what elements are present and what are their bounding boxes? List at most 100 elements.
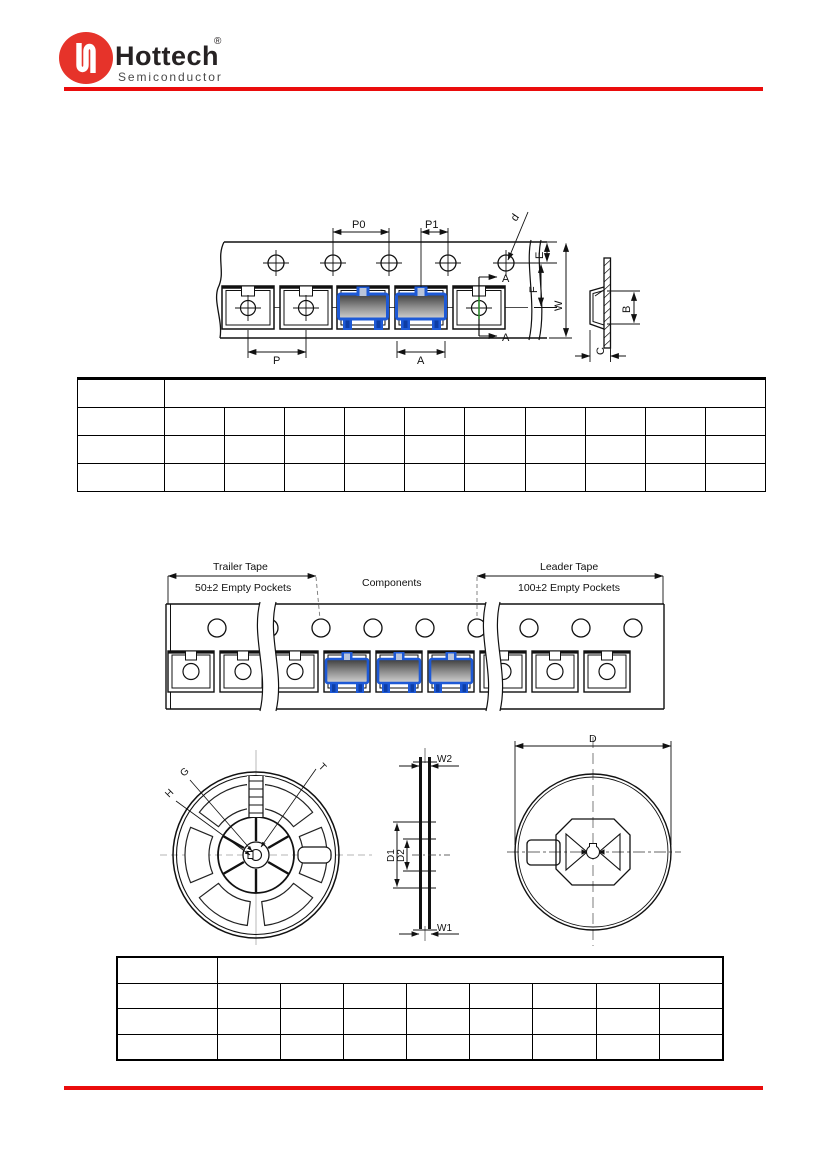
table-cell bbox=[644, 407, 706, 436]
table-cell bbox=[464, 463, 526, 492]
dim-label-c: C bbox=[595, 347, 607, 355]
dim-label-w1: W1 bbox=[437, 923, 452, 934]
dim-label-t: T bbox=[316, 761, 328, 773]
table-cell bbox=[469, 982, 534, 1009]
table-cell bbox=[279, 1008, 344, 1035]
hub-spokes bbox=[222, 817, 290, 893]
table-cell bbox=[644, 435, 706, 464]
table-cell bbox=[216, 1033, 281, 1061]
pocket-with-component bbox=[374, 649, 424, 695]
pocket-empty bbox=[582, 649, 632, 694]
table-cell bbox=[644, 463, 706, 492]
registered-mark: ® bbox=[214, 36, 222, 47]
table-cell bbox=[595, 982, 660, 1009]
table-cell bbox=[469, 1008, 534, 1035]
dim-label-d: d bbox=[509, 212, 522, 224]
table-cell bbox=[406, 982, 471, 1009]
pocket-empty bbox=[218, 649, 268, 694]
reel-side-slot bbox=[297, 846, 332, 864]
pocket-with-component bbox=[393, 284, 449, 332]
table-cell bbox=[524, 407, 586, 436]
table-cell bbox=[532, 1033, 597, 1061]
table-cell bbox=[224, 463, 286, 492]
table-cell bbox=[595, 1033, 660, 1061]
table-cell bbox=[584, 435, 646, 464]
break-lines bbox=[256, 601, 504, 712]
dim-label-d: D bbox=[589, 733, 597, 745]
dim-label-d1: D1 bbox=[386, 849, 397, 862]
table-cell bbox=[163, 435, 226, 464]
table-cell bbox=[77, 435, 165, 464]
table-cell bbox=[658, 982, 724, 1009]
table-cell bbox=[279, 1033, 344, 1061]
table-cell bbox=[406, 1008, 471, 1035]
hub-keyway bbox=[247, 851, 254, 859]
reel-outer-rim bbox=[514, 773, 672, 931]
table-cell bbox=[404, 407, 466, 436]
table-cell bbox=[279, 982, 344, 1009]
pocket-empty bbox=[220, 284, 276, 331]
pocket-with-component bbox=[322, 649, 372, 695]
table-cell bbox=[116, 982, 218, 1009]
trailer-pockets-note: 50±2 Empty Pockets bbox=[195, 582, 291, 594]
table-cell bbox=[464, 407, 526, 436]
hub-center-hole bbox=[585, 844, 601, 860]
reel-side-drawing: W2 D1 D2 W1 bbox=[386, 748, 459, 941]
table-cell bbox=[532, 1008, 597, 1035]
dim-label-h: H bbox=[163, 787, 176, 800]
table-cell bbox=[224, 407, 286, 436]
break-line bbox=[528, 239, 533, 341]
table-cell bbox=[164, 378, 766, 408]
table-cell bbox=[77, 407, 165, 436]
leader-tape-label: Leader Tape bbox=[540, 561, 598, 573]
table-cell bbox=[163, 407, 226, 436]
dim-label-g: G bbox=[178, 766, 191, 779]
table-cell bbox=[284, 435, 346, 464]
dim-label-e: E bbox=[534, 252, 546, 259]
table-row bbox=[116, 982, 724, 1009]
reel-front-drawing: G H T bbox=[160, 750, 372, 945]
section-label-a-bottom: A bbox=[502, 332, 510, 344]
section-label-a-top: A bbox=[502, 273, 510, 285]
pocket-empty bbox=[166, 649, 216, 694]
torn-edge bbox=[215, 241, 225, 339]
table-cell bbox=[704, 463, 767, 492]
table-cell bbox=[704, 435, 767, 464]
dim-label-d2: D2 bbox=[396, 849, 407, 862]
leader-pockets-note: 100±2 Empty Pockets bbox=[518, 582, 620, 594]
table-cell bbox=[77, 378, 165, 408]
tape-orientation-drawing: Trailer Tape 50±2 Empty Pockets Componen… bbox=[165, 561, 665, 712]
hub-wedge-left bbox=[565, 832, 588, 872]
table-cell bbox=[584, 463, 646, 492]
pocket-with-component bbox=[426, 649, 476, 695]
dim-label-w2: W2 bbox=[437, 754, 452, 765]
table-cell bbox=[524, 435, 586, 464]
table-cell bbox=[464, 435, 526, 464]
pocket-empty bbox=[278, 284, 334, 331]
table-cell bbox=[532, 982, 597, 1009]
footer-rule bbox=[64, 1086, 763, 1090]
table-cell bbox=[224, 435, 286, 464]
table-cell bbox=[342, 1008, 408, 1035]
table-cell bbox=[77, 463, 165, 492]
logo-icon bbox=[59, 32, 113, 84]
table-cell bbox=[342, 1033, 408, 1061]
table-cell bbox=[704, 407, 767, 436]
table-cell bbox=[216, 956, 723, 984]
table-row bbox=[77, 435, 767, 464]
brand-subtitle: Semiconductor bbox=[118, 70, 223, 84]
trailer-tape-label: Trailer Tape bbox=[213, 561, 268, 573]
reel-outer-rim bbox=[172, 771, 340, 939]
wedge-arrow-left bbox=[581, 849, 587, 855]
tape-slot-ladder bbox=[247, 776, 265, 817]
reel-face-drawing: D bbox=[507, 733, 681, 946]
hub-center-notch bbox=[589, 843, 597, 847]
hub-wedge-right bbox=[598, 832, 621, 872]
header-rule bbox=[64, 87, 763, 91]
dim-label-f: F bbox=[528, 286, 540, 293]
table-cell bbox=[216, 1008, 281, 1035]
table-cell bbox=[116, 1008, 218, 1035]
table-row bbox=[116, 1008, 724, 1035]
table-row bbox=[77, 378, 766, 408]
table-row bbox=[77, 463, 767, 492]
